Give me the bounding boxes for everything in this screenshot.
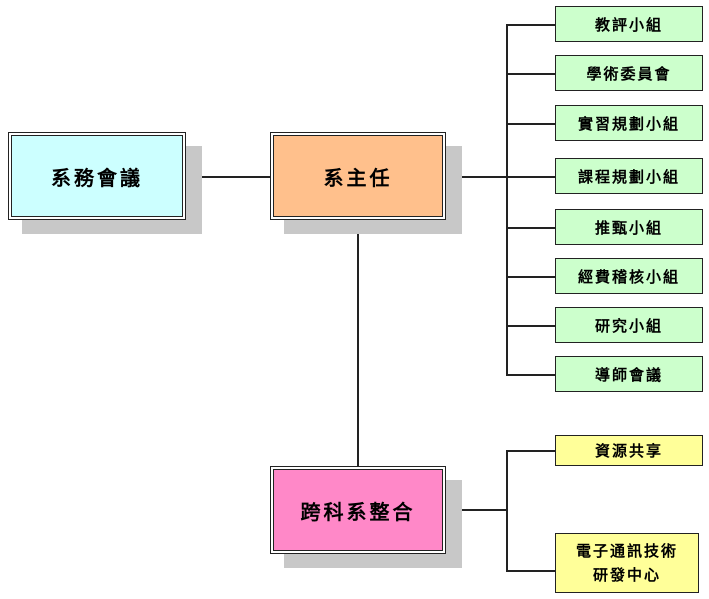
committee-trunk (506, 24, 508, 376)
unit-rnd-center-line1: 電子通訊技術 (575, 542, 678, 560)
committee-box[interactable]: 課程規劃小組 (555, 158, 703, 194)
connector-chair-integration (357, 220, 359, 466)
node-council[interactable]: 系務會議 (8, 132, 186, 220)
branch-committee-2 (506, 73, 555, 75)
committee-label: 推甄小組 (594, 218, 663, 237)
committee-label: 課程規劃小組 (577, 167, 680, 186)
branch-committee-1 (506, 24, 555, 26)
committee-label: 經費稽核小組 (577, 267, 680, 286)
committee-label: 導師會議 (594, 365, 663, 384)
branch-rnd-center (506, 570, 555, 572)
unit-resource-sharing-label: 資源共享 (594, 442, 663, 460)
committee-label: 研究小組 (594, 316, 663, 335)
branch-committee-4 (506, 176, 555, 178)
branch-committee-5 (506, 227, 555, 229)
node-integration-label: 跨科系整合 (300, 499, 416, 524)
connector-chair-committees (446, 176, 507, 178)
committee-box[interactable]: 教評小組 (555, 6, 703, 42)
unit-resource-sharing[interactable]: 資源共享 (555, 435, 703, 466)
unit-rnd-center[interactable]: 電子通訊技術 研發中心 (555, 533, 699, 593)
connector-council-chair (186, 176, 270, 178)
node-integration[interactable]: 跨科系整合 (270, 466, 446, 554)
committee-box[interactable]: 學術委員會 (555, 55, 703, 91)
integration-trunk (506, 450, 508, 572)
branch-committee-6 (506, 276, 555, 278)
committee-label: 實習規劃小組 (577, 114, 680, 133)
branch-committee-3 (506, 123, 555, 125)
committee-box[interactable]: 研究小組 (555, 307, 703, 343)
connector-integration-units (446, 509, 507, 511)
committee-box[interactable]: 導師會議 (555, 356, 703, 392)
unit-rnd-center-line2: 研發中心 (592, 566, 661, 584)
committee-box[interactable]: 經費稽核小組 (555, 258, 703, 294)
committee-box[interactable]: 實習規劃小組 (555, 105, 703, 141)
branch-committee-7 (506, 325, 555, 327)
committee-label: 學術委員會 (586, 64, 672, 83)
node-chair-label: 系主任 (323, 165, 393, 190)
committee-label: 教評小組 (594, 15, 663, 34)
node-council-label: 系務會議 (51, 165, 143, 190)
committee-box[interactable]: 推甄小組 (555, 209, 703, 245)
branch-resource-sharing (506, 450, 555, 452)
node-chair[interactable]: 系主任 (270, 132, 446, 220)
branch-committee-8 (506, 374, 555, 376)
